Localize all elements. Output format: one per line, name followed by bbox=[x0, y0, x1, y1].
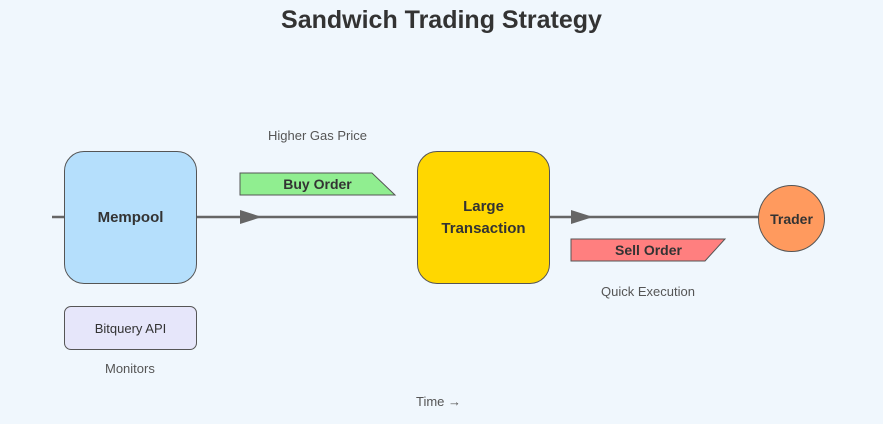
monitors-caption: Monitors bbox=[105, 361, 155, 376]
sell-order-tag bbox=[570, 238, 727, 262]
mempool-node: Mempool bbox=[64, 151, 197, 284]
trader-label: Trader bbox=[770, 210, 813, 227]
arrowhead-to-sell bbox=[571, 210, 593, 224]
quick-execution-caption: Quick Execution bbox=[601, 284, 695, 299]
time-axis-caption: Time → bbox=[416, 394, 462, 409]
bitquery-api-node: Bitquery API bbox=[64, 306, 197, 350]
higher-gas-price-caption: Higher Gas Price bbox=[268, 128, 367, 143]
diagram-title: Sandwich Trading Strategy bbox=[281, 6, 602, 34]
trader-node: Trader bbox=[758, 185, 825, 252]
large-transaction-label: Large Transaction bbox=[441, 197, 526, 237]
arrowhead-mempool-to-buy bbox=[240, 210, 262, 224]
sell-order-label: Sell Order bbox=[615, 242, 682, 258]
large-transaction-node: Large Transaction bbox=[417, 151, 550, 284]
buy-order-tag bbox=[239, 172, 397, 196]
buy-order-label: Buy Order bbox=[283, 176, 352, 192]
bitquery-api-label: Bitquery API bbox=[94, 320, 167, 336]
mempool-label: Mempool bbox=[97, 209, 164, 226]
